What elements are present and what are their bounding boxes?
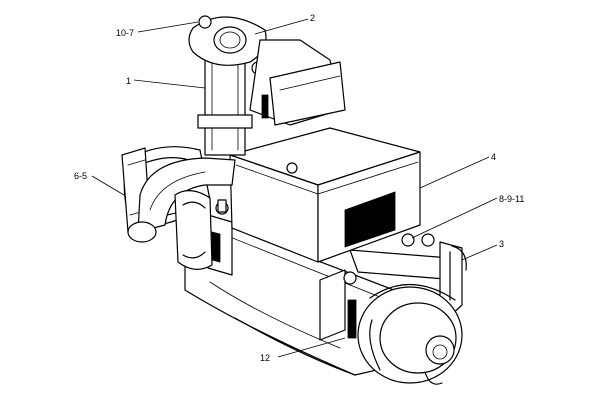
callout-10-7: 10-7 (116, 28, 134, 38)
callout-1: 1 (126, 76, 131, 86)
elbow-pipe (127, 157, 236, 243)
motor-block (249, 39, 346, 126)
leader-10-7 (137, 21, 199, 33)
vertical-pipe (197, 54, 253, 156)
box-bolts (215, 199, 435, 285)
middle-coupling (174, 190, 213, 270)
callout-3: 3 (499, 239, 504, 249)
leader-4 (419, 156, 490, 189)
callout-2: 2 (310, 13, 315, 23)
callout-6-5: 6-5 (74, 171, 87, 181)
control-box (229, 127, 421, 263)
leader-3 (461, 244, 498, 261)
left-band (207, 214, 233, 276)
bracket (439, 241, 467, 319)
flange (188, 15, 267, 75)
callout-4: 4 (491, 152, 496, 162)
end-cap (357, 283, 463, 385)
leader-6-5 (91, 175, 125, 196)
leader-lines (91, 18, 498, 358)
callout-12: 12 (260, 353, 270, 363)
leader-8-9-11 (411, 197, 498, 239)
callout-8-9-11: 8-9-11 (499, 194, 524, 204)
leader-12 (277, 337, 346, 358)
leader-2 (254, 18, 309, 35)
callout-labels: 10-7 2 1 6-5 4 8-9-11 3 12 (74, 13, 524, 363)
leader-1 (133, 79, 206, 89)
